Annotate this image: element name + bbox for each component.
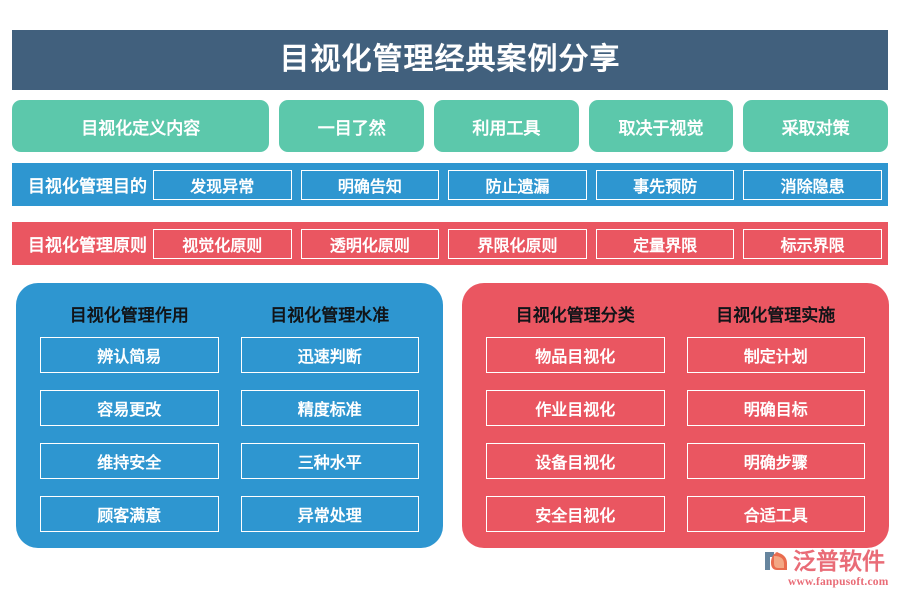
principle-item-label: 定量界限	[633, 237, 698, 255]
implementation-item-3[interactable]: 合适工具	[686, 496, 865, 532]
level-item-0[interactable]: 迅速判断	[240, 337, 419, 373]
watermark-url: www.fanpusoft.com	[788, 576, 889, 588]
level-column: 目视化管理水准 迅速判断 精度标准 三种水平 异常处理	[240, 301, 419, 532]
category-item-label: 作业目视化	[535, 402, 616, 419]
category-item-label: 安全目视化	[535, 508, 616, 525]
watermark-top: 泛普软件	[762, 548, 885, 574]
principle-band-label: 目视化管理原则	[28, 236, 147, 255]
purpose-item-1[interactable]: 明确告知	[300, 169, 440, 200]
level-item-1[interactable]: 精度标准	[240, 390, 419, 426]
effect-level-panel: 目视化管理作用 辨认简易 容易更改 维持安全 顾客满意	[16, 283, 443, 548]
implementation-item-0[interactable]: 制定计划	[686, 337, 865, 373]
purpose-item-0[interactable]: 发现异常	[153, 169, 292, 200]
purpose-item-label: 发现异常	[190, 178, 255, 196]
effect-item-label: 辨认简易	[97, 349, 162, 366]
effect-item-0[interactable]: 辨认简易	[40, 337, 219, 373]
implementation-column-items: 制定计划 明确目标 明确步骤 合适工具	[686, 335, 865, 532]
purpose-band-label: 目视化管理目的	[28, 177, 147, 196]
implementation-item-label: 明确步骤	[743, 455, 808, 472]
definition-chip-3[interactable]: 取决于视觉	[588, 100, 734, 152]
purpose-item-4[interactable]: 消除隐患	[743, 169, 882, 200]
effect-item-2[interactable]: 维持安全	[40, 443, 219, 479]
level-item-label: 精度标准	[297, 402, 362, 419]
effect-item-label: 顾客满意	[97, 508, 162, 525]
category-item-1[interactable]: 作业目视化	[486, 390, 665, 426]
definition-chip-label: 取决于视觉	[618, 118, 704, 138]
watermark: 泛普软件 www.fanpusoft.com	[762, 548, 900, 594]
level-column-heading: 目视化管理水准	[270, 306, 390, 325]
category-item-3[interactable]: 安全目视化	[486, 496, 665, 532]
principle-item-1[interactable]: 透明化原则	[300, 228, 440, 259]
implementation-item-label: 合适工具	[743, 508, 808, 525]
definition-chip-2[interactable]: 利用工具	[434, 100, 579, 152]
definition-chip-4[interactable]: 采取对策	[743, 100, 889, 152]
category-item-2[interactable]: 设备目视化	[486, 443, 665, 479]
level-item-2[interactable]: 三种水平	[240, 443, 419, 479]
principle-item-0[interactable]: 视觉化原则	[153, 228, 292, 259]
principle-band: 目视化管理原则 视觉化原则 透明化原则 界限化原则 定量界限 标示界限	[12, 222, 888, 265]
level-item-3[interactable]: 异常处理	[240, 496, 419, 532]
level-item-label: 三种水平	[297, 455, 362, 472]
fanpu-logo-icon	[765, 552, 787, 570]
principle-item-3[interactable]: 定量界限	[595, 228, 735, 259]
category-implementation-columns: 目视化管理分类 物品目视化 作业目视化 设备目视化 安全目视化	[486, 301, 865, 532]
definition-chip-label: 采取对策	[781, 118, 850, 138]
principle-item-4[interactable]: 标示界限	[743, 228, 882, 259]
definition-chip-1[interactable]: 一目了然	[279, 100, 425, 152]
implementation-column: 目视化管理实施 制定计划 明确目标 明确步骤 合适工具	[686, 301, 865, 532]
principle-band-items: 视觉化原则 透明化原则 界限化原则 定量界限 标示界限	[153, 228, 882, 259]
principle-item-2[interactable]: 界限化原则	[448, 228, 587, 259]
category-column-heading: 目视化管理分类	[515, 306, 635, 325]
category-column-items: 物品目视化 作业目视化 设备目视化 安全目视化	[486, 335, 665, 532]
purpose-item-label: 事先预防	[633, 178, 698, 196]
effect-item-label: 容易更改	[97, 402, 162, 419]
effect-column-items: 辨认简易 容易更改 维持安全 顾客满意	[40, 335, 219, 532]
page-title: 目视化管理经典案例分享	[279, 43, 621, 76]
category-item-0[interactable]: 物品目视化	[486, 337, 665, 373]
purpose-item-label: 防止遗漏	[485, 178, 550, 196]
page-title-bar: 目视化管理经典案例分享	[12, 30, 888, 90]
category-item-label: 物品目视化	[535, 349, 616, 366]
watermark-brand: 泛普软件	[793, 547, 885, 574]
level-column-items: 迅速判断 精度标准 三种水平 异常处理	[240, 335, 419, 532]
implementation-item-label: 明确目标	[743, 402, 808, 419]
definition-chip-label: 利用工具	[472, 118, 541, 138]
effect-item-1[interactable]: 容易更改	[40, 390, 219, 426]
level-item-label: 异常处理	[297, 508, 362, 525]
definition-chip-label: 一目了然	[317, 118, 386, 138]
purpose-item-2[interactable]: 防止遗漏	[448, 169, 587, 200]
principle-item-label: 界限化原则	[477, 237, 558, 255]
effect-item-label: 维持安全	[97, 455, 162, 472]
effect-column-heading: 目视化管理作用	[69, 306, 189, 325]
purpose-band-items: 发现异常 明确告知 防止遗漏 事先预防 消除隐患	[153, 169, 882, 200]
principle-item-label: 标示界限	[780, 237, 845, 255]
definition-chip-label: 目视化定义内容	[81, 118, 201, 138]
category-item-label: 设备目视化	[535, 455, 616, 472]
purpose-item-label: 消除隐患	[780, 178, 845, 196]
implementation-item-label: 制定计划	[743, 349, 808, 366]
purpose-item-label: 明确告知	[337, 178, 402, 196]
principle-item-label: 透明化原则	[329, 237, 410, 255]
level-item-label: 迅速判断	[297, 349, 362, 366]
effect-level-columns: 目视化管理作用 辨认简易 容易更改 维持安全 顾客满意	[40, 301, 419, 532]
effect-column: 目视化管理作用 辨认简易 容易更改 维持安全 顾客满意	[40, 301, 219, 532]
implementation-column-heading: 目视化管理实施	[716, 306, 836, 325]
category-implementation-panel: 目视化管理分类 物品目视化 作业目视化 设备目视化 安全目视化	[462, 283, 889, 548]
implementation-item-2[interactable]: 明确步骤	[686, 443, 865, 479]
effect-item-3[interactable]: 顾客满意	[40, 496, 219, 532]
definition-row: 目视化定义内容 一目了然 利用工具 取决于视觉 采取对策	[12, 100, 889, 152]
principle-item-label: 视觉化原则	[182, 237, 263, 255]
category-column: 目视化管理分类 物品目视化 作业目视化 设备目视化 安全目视化	[486, 301, 665, 532]
purpose-item-3[interactable]: 事先预防	[595, 169, 735, 200]
implementation-item-1[interactable]: 明确目标	[686, 390, 865, 426]
purpose-band: 目视化管理目的 发现异常 明确告知 防止遗漏 事先预防 消除隐患 泛普软件 ww…	[12, 163, 888, 371]
definition-chip-0[interactable]: 目视化定义内容	[12, 100, 270, 152]
